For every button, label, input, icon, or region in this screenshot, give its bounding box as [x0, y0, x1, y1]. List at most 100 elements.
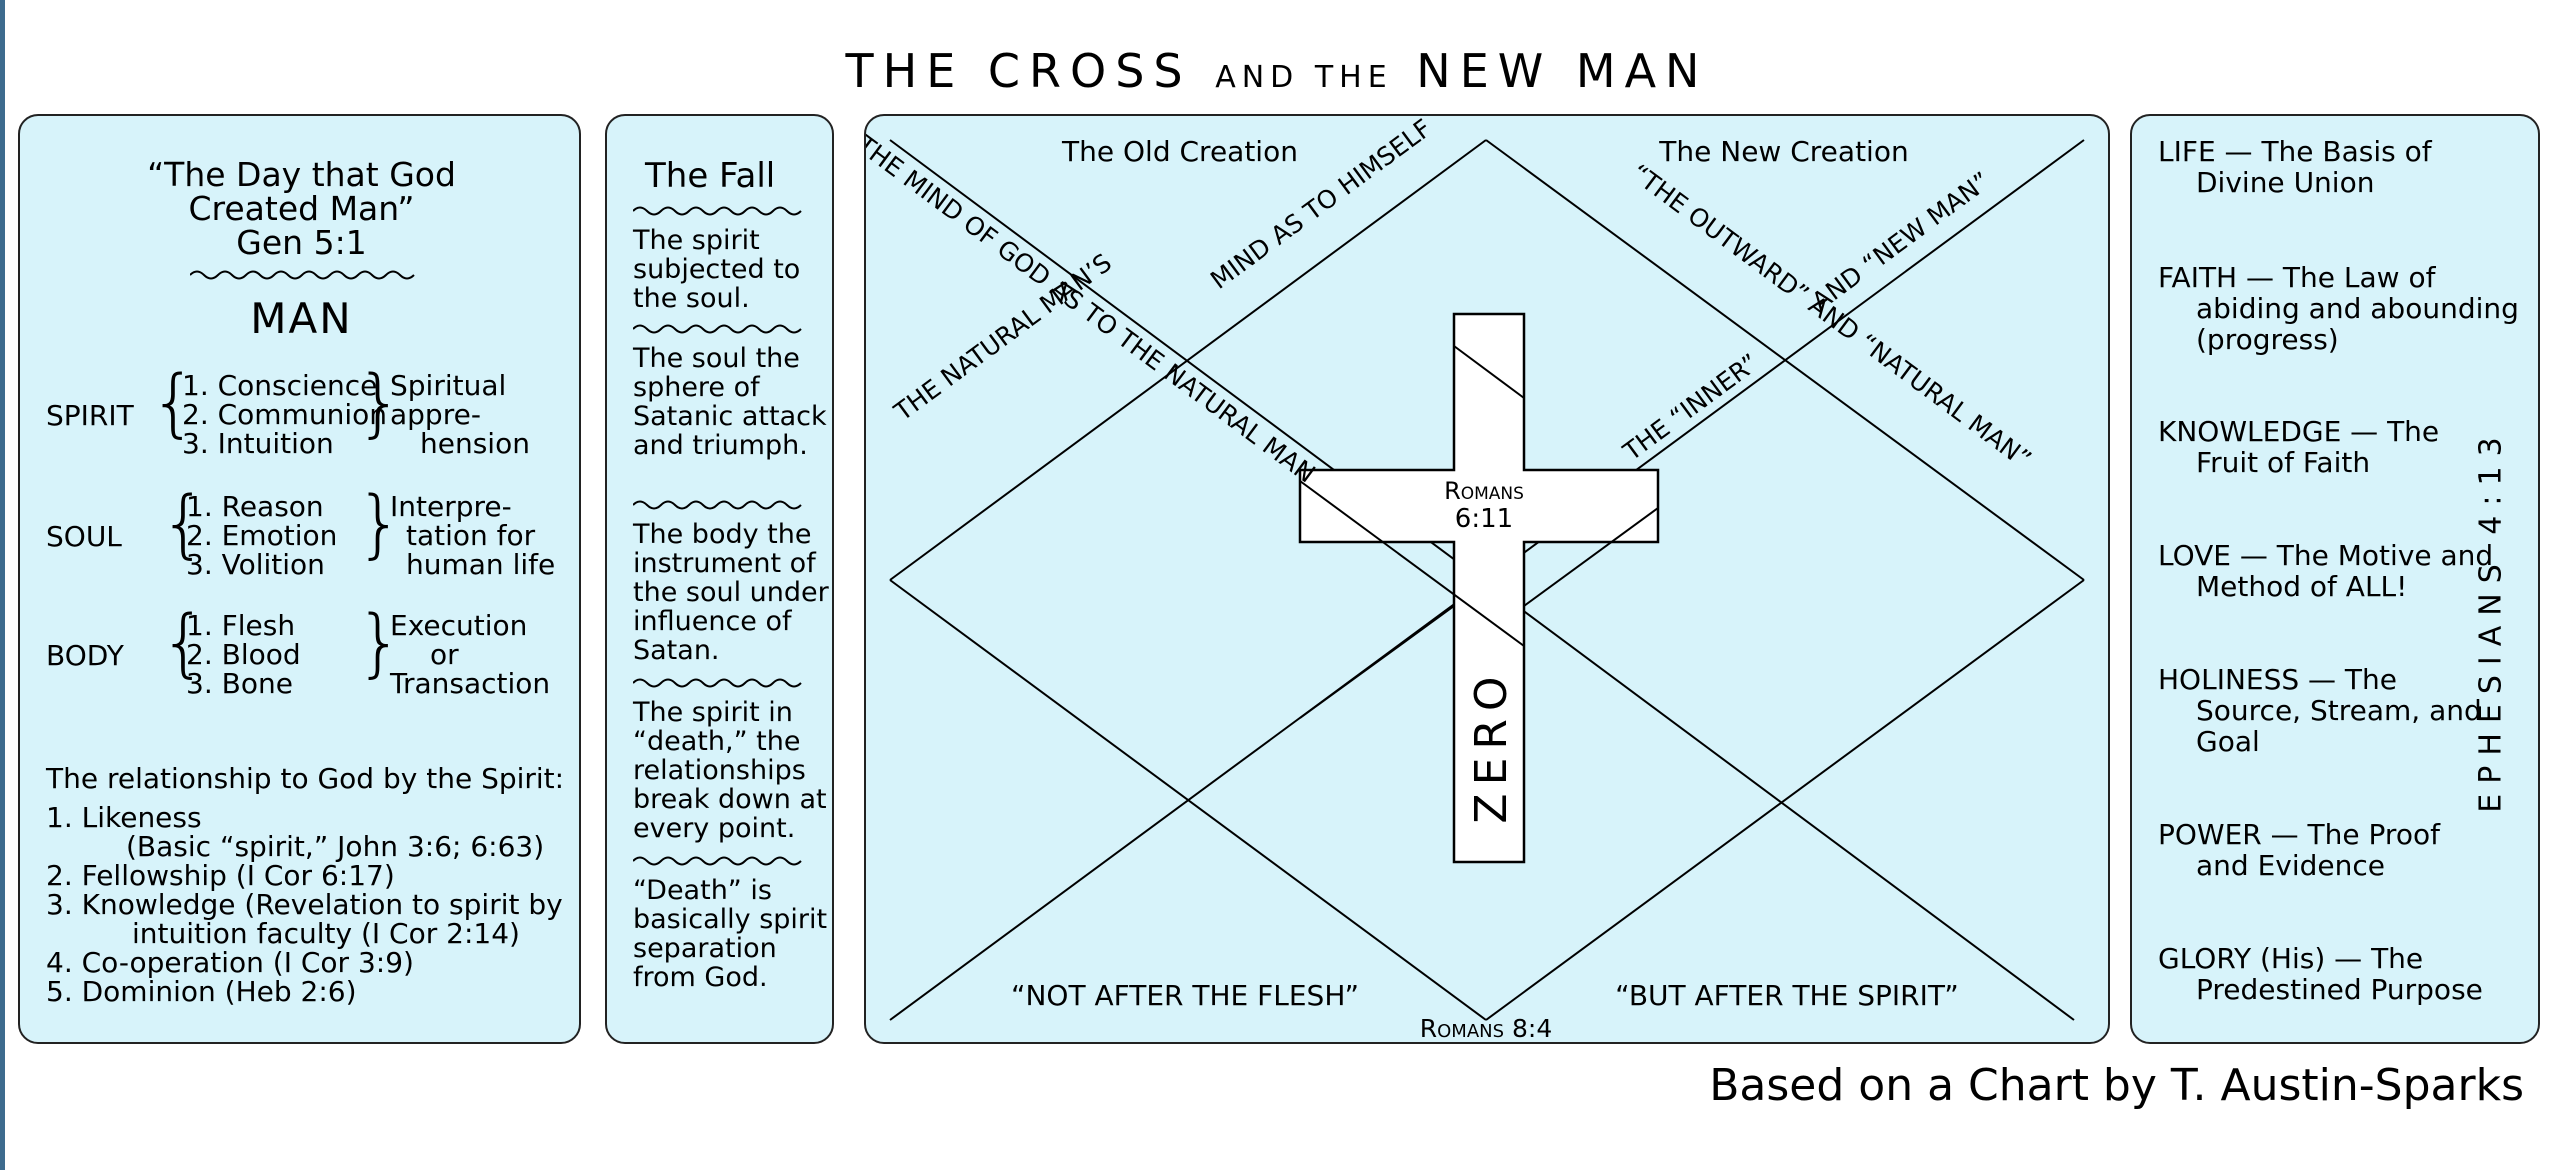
- diag-inner-b: AND “NEW MAN”: [1806, 166, 1995, 316]
- body-desc: Execution or Transaction: [390, 611, 550, 698]
- ephesians-label: EPHESIANS 4:13: [2473, 427, 2509, 813]
- soul-desc-line: human life: [406, 548, 556, 581]
- growth-item: HOLINESS — The Source, Stream, and Goal: [2158, 664, 2482, 757]
- growth-item-line: HOLINESS — The: [2158, 663, 2398, 696]
- wavy-divider: [633, 500, 802, 510]
- soul-item: 3. Volition: [186, 548, 325, 581]
- right-brace: }: [356, 600, 404, 686]
- zero-label: ZERO: [1466, 668, 1517, 823]
- fall-section: The body the instrument of the soul unde…: [633, 519, 829, 666]
- growth-item: GLORY (His) — The Predestined Purpose: [2158, 943, 2483, 1005]
- growth-item-line: Predestined Purpose: [2196, 973, 2483, 1006]
- soul-desc: Interpre- tation for human life: [390, 492, 555, 579]
- growth-item-line: abiding and abounding: [2196, 292, 2519, 325]
- diagram-line-over-cross: [1453, 345, 1525, 399]
- growth-item: POWER — The Proof and Evidence: [2158, 819, 2440, 881]
- body-desc-line: or: [430, 638, 459, 671]
- soul-desc-line: tation for: [406, 519, 536, 552]
- diagram-line: [889, 139, 1487, 581]
- spirit-item: 1. Conscience: [182, 369, 378, 402]
- relationship-item: 2. Fellowship (I Cor 6:17): [46, 859, 395, 892]
- growth-item: KNOWLEDGE — The Fruit of Faith: [2158, 416, 2439, 478]
- diag-natural-man-a: THE NATURAL MAN’S: [888, 248, 1117, 427]
- relationship-item: 3. Knowledge (Revelation to spirit by: [46, 888, 563, 921]
- wavy-divider: [633, 678, 802, 688]
- not-after-flesh: “NOT AFTER THE FLESH”: [1011, 979, 1359, 1012]
- spirit-items: 1. Conscience 2. Communion 3. Intuition: [182, 371, 387, 458]
- left-brace: {: [160, 481, 208, 567]
- growth-item-line: Goal: [2196, 725, 2260, 758]
- romans-611-ref: 6:11: [1455, 504, 1513, 534]
- cross-diagram-panel: The Old Creation The New Creation THE MI…: [864, 114, 2110, 1044]
- growth-item-line: Divine Union: [2196, 166, 2375, 199]
- diagram-line: [1485, 579, 2085, 1021]
- left-brace: {: [160, 600, 208, 686]
- left-edge-bar: [0, 0, 5, 1170]
- cross-shape: [1298, 312, 1660, 864]
- growth-item-line: Method of ALL!: [2196, 570, 2408, 603]
- growth-item-line: GLORY (His) — The: [2158, 942, 2424, 975]
- title-part-3: NEW MAN: [1416, 44, 1709, 98]
- growth-item-line: Fruit of Faith: [2196, 446, 2371, 479]
- growth-item: LOVE — The Motive and Method of ALL!: [2158, 540, 2493, 602]
- body-item: 3. Bone: [186, 667, 293, 700]
- relationship-list: 1. Likeness (Basic “spirit,” John 3:6; 6…: [46, 803, 563, 1006]
- heading-line-1: “The Day that God: [147, 155, 456, 194]
- page-title: THE CROSS AND THE NEW MAN: [0, 44, 2554, 98]
- relationship-heading: The relationship to God by the Spirit:: [46, 762, 565, 795]
- group-label-body: BODY: [46, 639, 124, 672]
- fall-panel: The Fall The spirit subjected to the sou…: [605, 114, 834, 1044]
- soul-item: 2. Emotion: [186, 519, 338, 552]
- new-creation-label: The New Creation: [1658, 135, 1908, 168]
- soul-item: 1. Reason: [186, 490, 324, 523]
- body-item: 2. Blood: [186, 638, 301, 671]
- diag-inner-a: THE “INNER”: [1617, 348, 1764, 467]
- growth-item-line: KNOWLEDGE — The: [2158, 415, 2440, 448]
- old-creation-label: The Old Creation: [1061, 135, 1298, 168]
- wavy-divider: [633, 856, 802, 866]
- wavy-divider: [190, 270, 415, 280]
- relationship-item: intuition faculty (I Cor 2:14): [132, 917, 520, 950]
- group-label-soul: SOUL: [46, 520, 122, 553]
- cross-diagram: The Old Creation The New Creation THE MI…: [866, 116, 2085, 1043]
- diagram-line-over-cross: [1299, 605, 1455, 719]
- credit-line: Based on a Chart by T. Austin-Sparks: [1709, 1060, 2524, 1111]
- right-brace: }: [356, 481, 404, 567]
- heading-line-3: Gen 5:1: [236, 223, 367, 262]
- fall-title: The Fall: [645, 156, 776, 196]
- body-items: 1. Flesh 2. Blood 3. Bone: [186, 611, 301, 698]
- spirit-desc-line: appre-: [390, 398, 481, 431]
- relationship-item: 5. Dominion (Heb 2:6): [46, 975, 357, 1008]
- relationship-item: 1. Likeness: [46, 801, 202, 834]
- heading-line-2: Created Man”: [188, 189, 415, 228]
- fall-section: The spirit in “death,” the relationships…: [633, 697, 827, 844]
- soul-items: 1. Reason 2. Emotion 3. Volition: [186, 492, 337, 579]
- soul-desc-line: Interpre-: [390, 490, 512, 523]
- diagram-line-over-cross: [1299, 480, 1525, 647]
- diag-mind-of-god: THE MIND OF GOD AS TO THE NATURAL MAN: [866, 129, 1321, 488]
- group-label-spirit: SPIRIT: [46, 399, 134, 432]
- fall-section: The spirit subjected to the soul.: [633, 225, 801, 314]
- growth-item-line: (progress): [2196, 323, 2339, 356]
- spirit-desc-line: Spiritual: [390, 369, 507, 402]
- growth-item: FAITH — The Law of abiding and abounding…: [2158, 262, 2519, 355]
- but-after-spirit: “BUT AFTER THE SPIRIT”: [1615, 979, 1959, 1012]
- title-part-2: AND THE: [1215, 60, 1393, 95]
- growth-item: LIFE — The Basis of Divine Union: [2158, 136, 2432, 198]
- growth-item-line: POWER — The Proof: [2158, 818, 2440, 851]
- growth-item-line: LOVE — The Motive and: [2158, 539, 2494, 572]
- man-label: MAN: [250, 294, 353, 343]
- growth-panel: LIFE — The Basis of Divine Union FAITH —…: [2130, 114, 2540, 1044]
- spirit-item: 3. Intuition: [182, 427, 334, 460]
- man-panel-heading: “The Day that God Created Man” Gen 5:1: [20, 158, 583, 260]
- relationship-item: 4. Co-operation (I Cor 3:9): [46, 946, 414, 979]
- growth-item-line: LIFE — The Basis of: [2158, 135, 2432, 168]
- spirit-desc-line: hension: [420, 427, 530, 460]
- fall-section: “Death” is basically spirit separation f…: [633, 875, 828, 993]
- spirit-item: 2. Communion: [182, 398, 387, 431]
- spirit-desc: Spiritual appre- hension: [390, 371, 530, 458]
- body-item: 1. Flesh: [186, 609, 296, 642]
- body-desc-line: Transaction: [390, 667, 551, 700]
- title-part-1: THE CROSS: [845, 44, 1192, 98]
- wavy-divider: [633, 206, 802, 216]
